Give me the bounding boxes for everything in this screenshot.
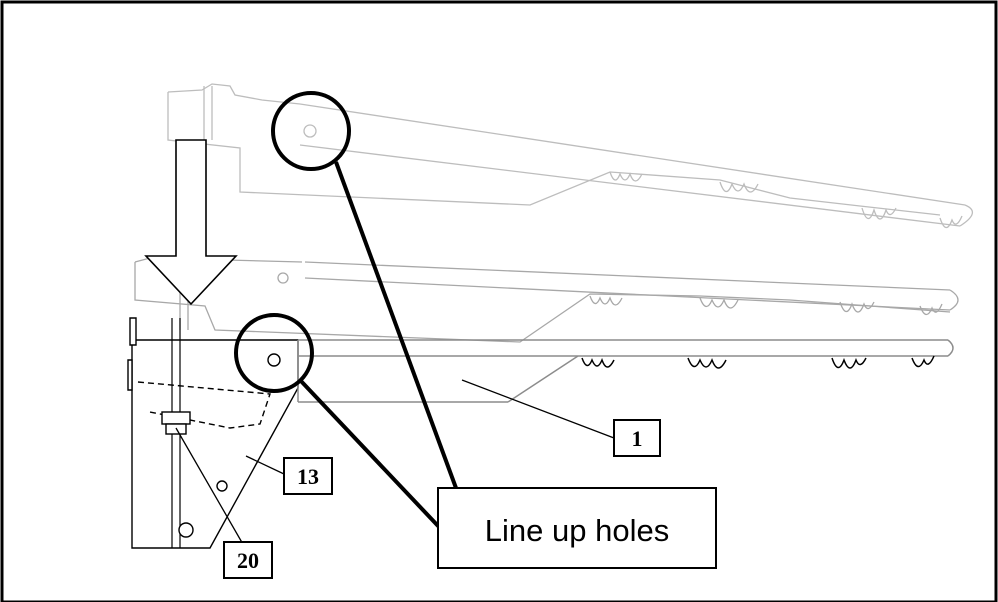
part-label-1: 1 bbox=[613, 419, 661, 457]
leader-line-upper bbox=[334, 161, 458, 489]
down-arrow-icon bbox=[144, 139, 238, 306]
leader-line-lower bbox=[298, 378, 442, 530]
part-label-13-text: 13 bbox=[297, 464, 319, 489]
part-label-13: 13 bbox=[283, 457, 333, 495]
leader-part-13 bbox=[245, 455, 285, 475]
callout-box: Line up holes bbox=[437, 487, 717, 569]
arm-part-1 bbox=[297, 339, 954, 403]
part-label-20: 20 bbox=[223, 541, 273, 579]
leader-part-20 bbox=[175, 427, 245, 547]
bracket-assembly bbox=[127, 317, 299, 549]
leader-part-1 bbox=[461, 379, 615, 439]
hole-highlight-circle-upper bbox=[271, 91, 351, 171]
part-label-1-text: 1 bbox=[632, 426, 643, 451]
callout-text: Line up holes bbox=[485, 513, 669, 548]
hole-highlight-circle-lower bbox=[234, 313, 314, 393]
part-label-20-text: 20 bbox=[237, 548, 259, 573]
ghost-arm-middle bbox=[134, 240, 959, 343]
ghost-arm-upper bbox=[167, 83, 973, 229]
